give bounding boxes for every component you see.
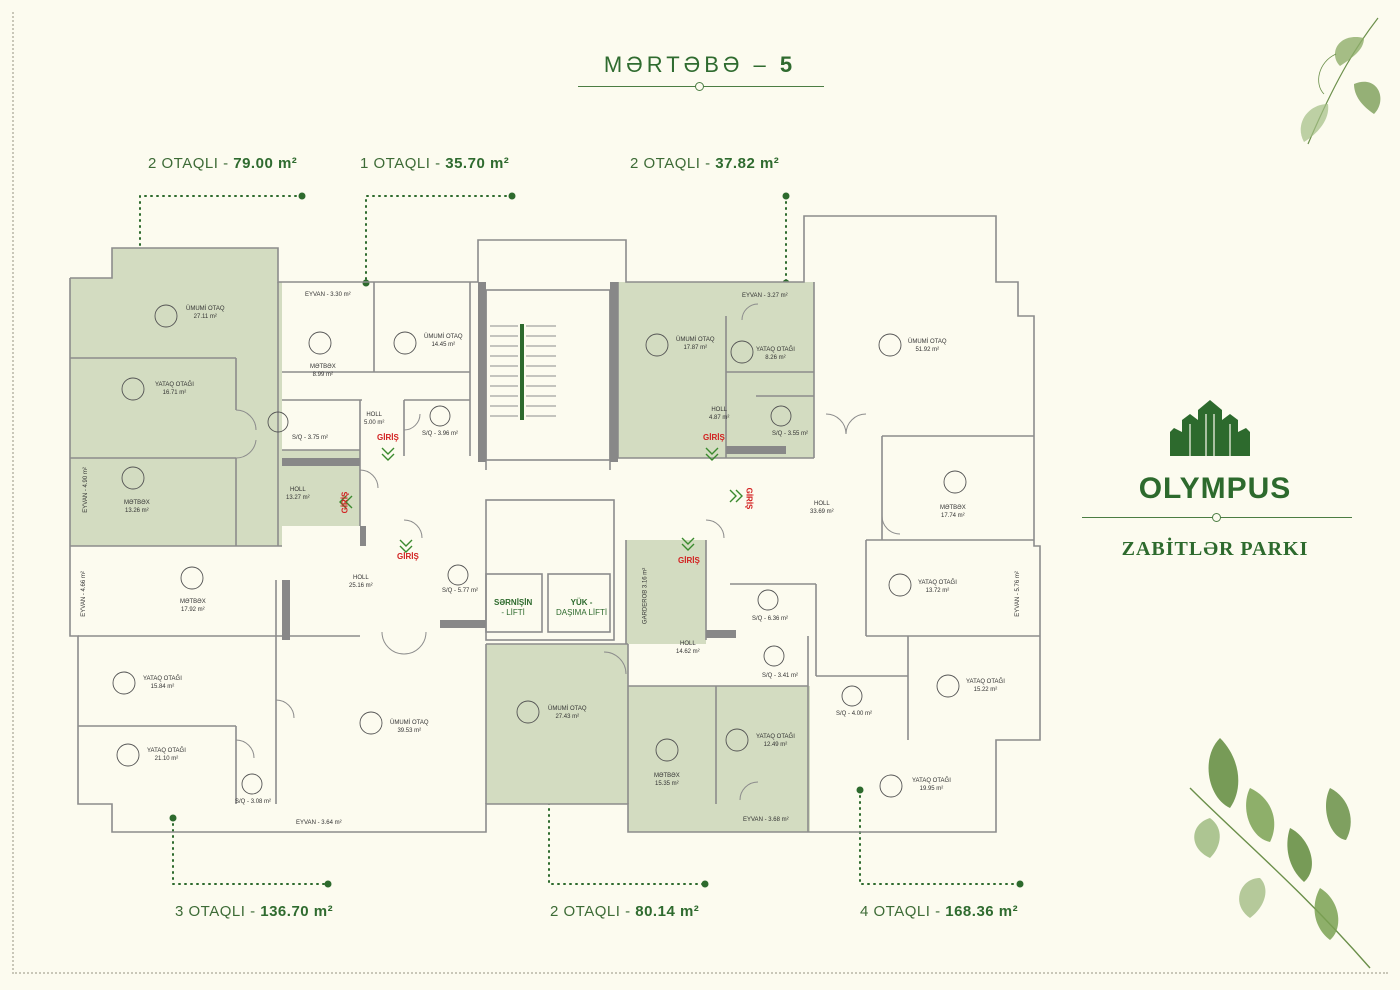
room-label: EYVAN - 3.27 m² [742,293,788,299]
entrance-label: GİRİŞ [377,433,399,442]
highlighted-units [70,248,814,832]
entrance-arrows [339,447,743,553]
room-label: EYVAN - 3.30 m² [305,292,351,298]
room-label: S/Q - 4.00 m² [836,711,873,717]
apartment-label-3: 2 OTAQLI - 37.82 m² [630,155,780,172]
apartment-label-5: 2 OTAQLI - 80.14 m² [550,903,700,920]
entrance-label: GİRİŞ [397,552,419,561]
floor-label: MƏRTƏBƏ – [603,52,770,77]
cargo-lift-label: YÜK -DAŞIMA LİFTİ [556,598,608,618]
brand-logo [1090,400,1330,461]
room-label: S/Q - 3.55 m² [772,431,809,437]
wall-blocks [282,282,786,640]
stair-rail [520,324,524,420]
apartment-label-2: 1 OTAQLI - 35.70 m² [360,155,510,172]
apartment-label-4: 3 OTAQLI - 136.70 m² [175,903,334,920]
room-label: EYVAN - 4.90 m² [82,467,89,513]
room-icons [112,304,967,798]
page-frame [12,12,1388,974]
passenger-lift-label: SƏRNİŞİN- LİFTİ [494,598,533,618]
room-label: GARDEROB 3.16 m² [642,567,649,625]
door-swings [235,303,901,801]
floor-number: 5 [779,52,797,77]
entrance-label: GİRİŞ [678,556,700,565]
entrance-label: GİRİŞ [744,487,754,510]
room-label: S/Q - 3.08 m² [235,799,272,805]
entrance-label: GİRİŞ [340,491,350,514]
building-logo-icon [1170,400,1250,456]
brand-rule-dot [1212,513,1221,522]
leaf-decoration-top-icon [1300,17,1381,145]
apartment-label-1: 2 OTAQLI - 79.00 m² [148,155,298,172]
room-label: S/Q - 3.41 m² [762,673,799,679]
apartment-label-6: 4 OTAQLI - 168.36 m² [860,903,1019,920]
room-label: EYVAN - 3.64 m² [296,820,342,826]
entrance-label: GİRİŞ [703,433,725,442]
room-label: EYVAN - 5.76 m² [1014,571,1021,617]
leaf-decoration-bottom-icon [1189,738,1371,969]
room-label: S/Q - 3.96 m² [422,431,459,437]
room-label: EYVAN - 3.68 m² [743,817,789,823]
stair-treads [490,325,556,417]
room-label: S/Q - 5.77 m² [442,588,479,594]
room-label: EYVAN - 4.66 m² [80,571,87,617]
brand-name: OLYMPUS [1138,472,1292,505]
brand-subtitle: ZABİTLƏR PARKI [1121,538,1309,560]
room-label: S/Q - 3.75 m² [292,435,329,441]
room-label: S/Q - 6.36 m² [752,616,789,622]
floor-title: MƏRTƏBƏ – 5 [580,52,820,78]
leader-lines [139,195,1021,885]
floor-title-dot [695,82,704,91]
